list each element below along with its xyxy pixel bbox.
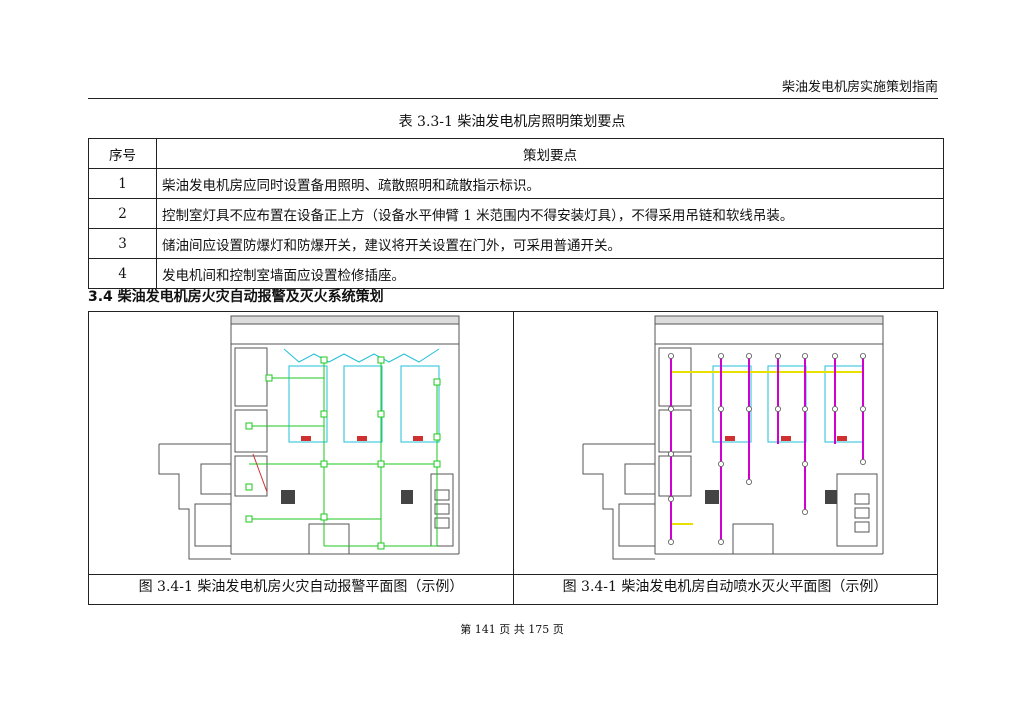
table-row: 3 储油间应设置防爆灯和防爆开关，建议将开关设置在门外，可采用普通开关。: [88, 228, 944, 259]
row-number: 1: [88, 168, 157, 199]
lighting-requirements-table: 序号 策划要点 1 柴油发电机房应同时设置备用照明、疏散照明和疏散指示标识。 2…: [88, 138, 944, 289]
walls: [582, 315, 884, 560]
table-row: 2 控制室灯具不应布置在设备正上方（设备水平伸臂 1 米范围内不得安装灯具），不…: [88, 198, 944, 229]
row-text: 储油间应设置防爆灯和防爆开关，建议将开关设置在门外，可采用普通开关。: [156, 228, 944, 259]
fire-alarm-floor-plan: [158, 315, 460, 560]
table-header-row: 序号 策划要点: [88, 138, 944, 169]
sprinkler-heads: [668, 353, 866, 545]
alarm-wiring: [249, 360, 438, 547]
caption-divider: [89, 574, 937, 575]
red-cable-run: [252, 453, 268, 493]
generator-outlines: [283, 348, 440, 443]
row-number: 3: [88, 228, 157, 259]
figure-divider: [513, 312, 514, 604]
column-header-number: 序号: [88, 138, 157, 169]
header-divider: [88, 98, 938, 99]
main-supply-pipe: [671, 371, 863, 525]
document-header-title: 柴油发电机房实施策划指南: [781, 80, 938, 95]
row-number: 2: [88, 198, 157, 229]
column-header-point: 策划要点: [156, 138, 944, 169]
table-row: 1 柴油发电机房应同时设置备用照明、疏散照明和疏散指示标识。: [88, 168, 944, 199]
equipment-tags: [725, 436, 847, 441]
table-row: 4 发电机间和控制室墙面应设置检修插座。: [88, 258, 944, 289]
right-figure-caption: 图 3.4-1 柴油发电机房自动喷水灭火平面图（示例）: [562, 579, 888, 595]
table-caption: 表 3.3-1 柴油发电机房照明策划要点: [398, 114, 626, 130]
engine-blocks: [281, 490, 413, 504]
page-footer: 第 141 页 共 175 页: [460, 623, 564, 636]
alarm-detectors: [245, 356, 441, 550]
sprinkler-floor-plan: [582, 315, 884, 560]
section-heading: 3.4 柴油发电机房火灾自动报警及灭火系统策划: [88, 289, 384, 305]
row-text: 控制室灯具不应布置在设备正上方（设备水平伸臂 1 米范围内不得安装灯具），不得采…: [156, 198, 944, 229]
engine-blocks: [705, 490, 837, 504]
left-figure-caption: 图 3.4-1 柴油发电机房火灾自动报警平面图（示例）: [138, 579, 464, 595]
row-text: 发电机间和控制室墙面应设置检修插座。: [156, 258, 944, 289]
figure-frame: 图 3.4-1 柴油发电机房火灾自动报警平面图（示例） 图 3.4-1 柴油发电…: [88, 311, 938, 605]
row-number: 4: [88, 258, 157, 289]
walls: [158, 315, 460, 560]
generator-outlines: [712, 365, 864, 443]
sprinkler-branches: [670, 354, 864, 544]
equipment-tags: [301, 436, 423, 441]
row-text: 柴油发电机房应同时设置备用照明、疏散照明和疏散指示标识。: [156, 168, 944, 199]
